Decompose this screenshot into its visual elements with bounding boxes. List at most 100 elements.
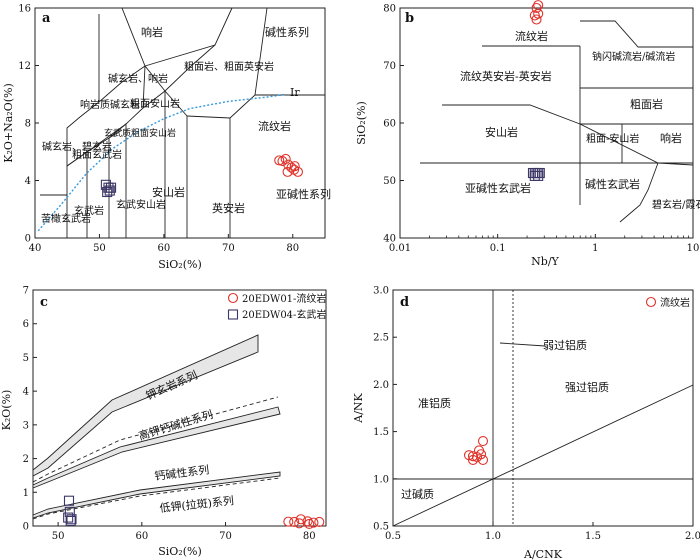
x-tick-label: 1.5 (585, 531, 601, 542)
y-tick-label: 1.5 (373, 427, 389, 438)
data-point-circle (294, 518, 305, 529)
data-point-circle (282, 166, 293, 177)
data-point-circle (531, 2, 542, 14)
legend-marker-square (227, 309, 239, 320)
data-point-circle (467, 454, 479, 465)
irvine-alkaline-divide-curve (37, 93, 287, 232)
panel-c-legend: 20EDW01-流纹岩 20EDW04-玄武岩 (227, 292, 326, 321)
field-label: 流纹英安岩-英安岩 (460, 69, 552, 83)
y-tick-label: 5 (23, 353, 29, 364)
data-point-circle (477, 454, 489, 465)
field-label: 粗面玄武岩 (72, 148, 122, 161)
field-label: 弱过铝质 (543, 338, 587, 352)
field-label: 亚碱性系列 (276, 187, 331, 201)
data-point-circle (314, 516, 325, 528)
field-label: 强过铝质 (565, 380, 609, 394)
y-tick-label: 0 (23, 522, 29, 533)
panel-b-y-axis-label: SiO₂(%) (355, 101, 368, 145)
x-tick-label: 40 (29, 243, 42, 254)
data-point-circle (529, 10, 540, 21)
shoshonite-band (32, 334, 259, 477)
panel-d-field-labels: 弱过铝质 准铝质 强过铝质 过碱质 (401, 338, 609, 501)
panel-b-letter: b (405, 11, 414, 26)
y-tick-label: 6 (23, 319, 29, 330)
panel-a-x-axis-label: SiO₂(%) (158, 258, 202, 271)
panel-d-y-axis-label: A/NK (352, 392, 365, 423)
data-point-circle (289, 161, 300, 172)
legend-marker-circle (645, 296, 657, 308)
field-label: 玄武安山岩 (116, 198, 166, 211)
y-tick-label: 1.0 (373, 474, 389, 485)
x-tick-label: 80 (286, 243, 299, 254)
panel-b-field-labels: 流纹岩 钠闪碱流岩/碱流岩 流纹英安岩-英安岩 粗面岩 安山岩 粗面-安山岩 响… (460, 29, 700, 211)
panel-a-field-labels: 响岩 碱性系列 碱玄岩、响岩 粗面岩、粗面英安岩 响岩质碱玄岩 粗面安山岩 玄武… (41, 25, 331, 225)
field-label: 碱性玄武岩 (585, 177, 640, 191)
x-tick-label: 50 (93, 243, 106, 254)
y-tick-label: 40 (383, 234, 396, 245)
calc-alkaline-band (32, 471, 281, 519)
panel-b-x-axis-label: Nb/Y (531, 255, 559, 268)
field-label: 响岩 (660, 131, 682, 145)
x-tick-label: 50 (52, 531, 65, 542)
y-tick-label: 1 (23, 488, 29, 499)
data-point-circle (289, 516, 300, 528)
high-k-band (32, 406, 281, 489)
y-tick-label: 60 (383, 119, 396, 130)
data-point-circle (283, 159, 294, 170)
field-label: 钠闪碱流岩/碱流岩 (592, 50, 675, 63)
x-tick-label: 2.0 (685, 531, 700, 542)
x-tick-label: 1 (592, 243, 598, 254)
y-tick-label: 0.5 (373, 522, 389, 533)
panel-d-legend: 流纹岩 (645, 296, 690, 309)
x-tick-label: 0.01 (389, 243, 411, 254)
field-label: 响岩质碱玄岩 (80, 98, 140, 111)
data-point-circle (280, 153, 291, 164)
data-point-circle (289, 164, 300, 175)
x-tick-label: 10 (687, 243, 700, 254)
panel-c-series-bands (32, 334, 281, 520)
data-point-circle (473, 445, 485, 456)
panel-d-x-axis-label: A/CNK (523, 548, 563, 560)
data-point-square (100, 179, 111, 190)
panel-a-letter: a (42, 11, 51, 26)
field-label: 苦橄玄武岩 (41, 212, 91, 225)
data-point-square (63, 495, 75, 506)
field-label: 安山岩 (152, 185, 185, 199)
y-tick-label: 12 (18, 61, 31, 72)
y-tick-label: 3 (23, 420, 29, 431)
data-point-square (63, 512, 74, 523)
legend-label: 流纹岩 (660, 296, 690, 309)
field-label: 粗面岩 (630, 97, 663, 111)
field-label: 粗面岩、粗面英安岩 (184, 60, 274, 73)
y-tick-label: 2.0 (373, 380, 389, 391)
panel-a-field-boundaries (40, 7, 325, 238)
field-label: 钙碱性系列 (154, 462, 210, 483)
y-tick-label: 50 (383, 176, 396, 187)
x-tick-label: 70 (222, 243, 235, 254)
low-k-dashed-line (32, 477, 281, 520)
field-label: 流纹岩 (258, 119, 291, 133)
y-tick-label: 2.5 (373, 333, 389, 344)
panel-d-frame (392, 289, 694, 527)
field-label: 玄武岩 (74, 204, 104, 217)
legend-label: 20EDW04-玄武岩 (242, 308, 326, 321)
field-label: 粗面安山岩 (130, 97, 180, 110)
data-point-square (105, 182, 117, 193)
panel-c-y-axis-label: K₂O(%) (0, 390, 13, 431)
panel-c-x-axis-label: SiO₂(%) (158, 545, 202, 558)
field-label: 粗面-安山岩 (586, 132, 639, 145)
irvine-curve-label: Ir (290, 86, 300, 99)
panel-a-y-axis-label: K₂O+Na₂O(%) (2, 83, 15, 163)
data-point-circle (477, 435, 489, 447)
field-label: 响岩 (141, 25, 163, 39)
y-tick-label: 16 (18, 4, 31, 15)
x-tick-label: 0.1 (490, 243, 506, 254)
field-label: 碱性系列 (265, 25, 309, 39)
panel-b-field-boundaries (420, 20, 694, 223)
y-tick-label: 3.0 (373, 286, 389, 297)
y-tick-label: 0 (25, 234, 31, 245)
